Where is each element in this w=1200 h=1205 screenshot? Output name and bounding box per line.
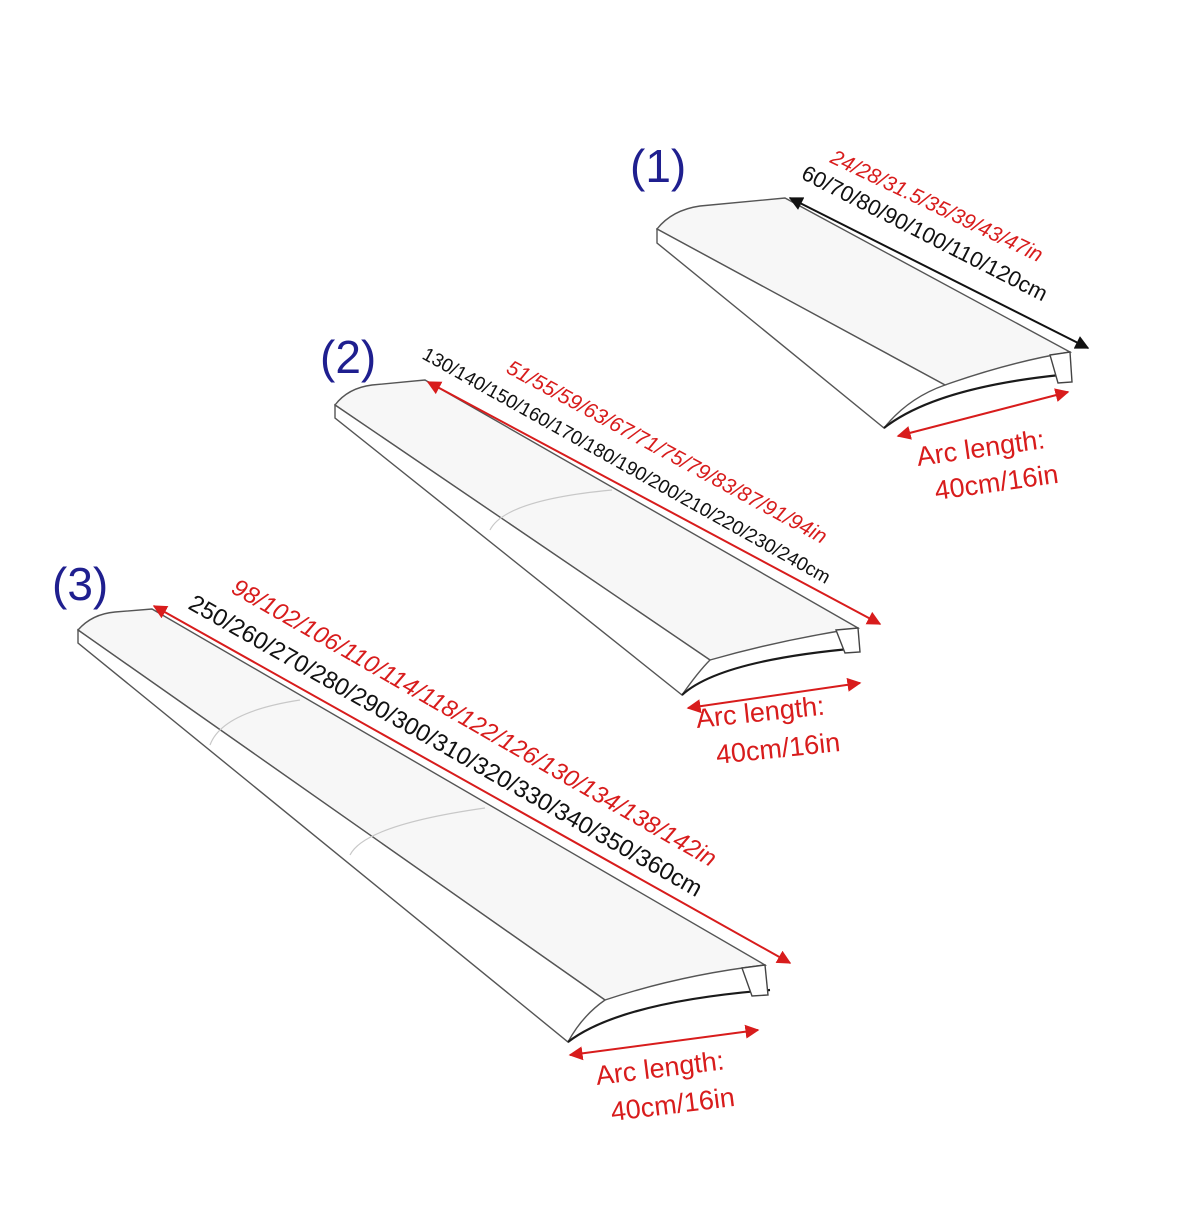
product-2-arc-value: 40cm/16in [714, 727, 841, 770]
product-2-end-cap [835, 627, 861, 654]
product-2-number-label: (2) [320, 331, 376, 383]
product-1-number-label: (1) [630, 140, 686, 192]
product-1-length-arrow [788, 197, 1090, 349]
product-3-arc-arrow [568, 1024, 760, 1061]
product-3-number-label: (3) [52, 558, 108, 610]
product-1: (1) 24/28/31.5/35/39/43/47in 60/70/80/90… [630, 140, 1090, 506]
product-3-arc-label: Arc length: [594, 1045, 726, 1091]
product-1-arc-arrow [896, 388, 1070, 440]
product-1-end-cap [1049, 351, 1073, 384]
product-3-end-cap [741, 964, 769, 997]
product-2-length-arrow [426, 381, 882, 625]
product-3-length-arrow [152, 605, 792, 964]
product-2-arc-label: Arc length: [694, 691, 826, 734]
product-3-arc-value: 40cm/16in [609, 1082, 736, 1127]
product-2: (2) 51/55/59/63/67/71/75/79/83/87/91/94i… [320, 331, 882, 770]
